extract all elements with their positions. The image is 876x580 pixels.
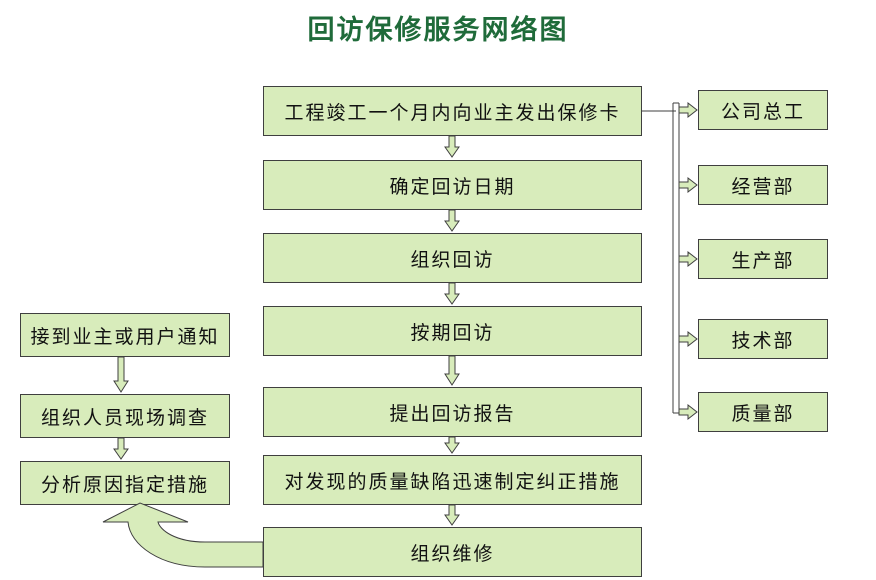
down-arrow-main-4 [444,355,460,386]
dept-box-3: 生产部 [698,239,828,279]
return-curved-arrow [102,502,264,568]
dept-box-4: 技术部 [698,319,828,359]
left-step-3: 分析原因指定措施 [20,461,230,505]
down-arrow-main-1 [444,135,460,158]
down-arrow-left-2 [113,437,129,460]
main-step-4: 按期回访 [263,306,642,356]
diagram-title: 回访保修服务网络图 [307,15,569,46]
right-arrow-dept-5 [678,403,698,421]
main-step-2: 确定回访日期 [263,160,642,210]
left-step-1: 接到业主或用户通知 [20,313,230,357]
main-step-7: 组织维修 [263,527,642,577]
main-step-3: 组织回访 [263,233,642,283]
main-step-5: 提出回访报告 [263,387,642,437]
right-arrow-dept-3 [678,250,698,268]
down-arrow-main-3 [444,282,460,305]
dept-box-2: 经营部 [698,165,828,205]
main-step-6: 对发现的质量缺陷迅速制定纠正措施 [263,455,642,505]
down-arrow-left-1 [113,356,129,393]
down-arrow-main-5 [444,436,460,454]
left-step-2: 组织人员现场调查 [20,394,230,438]
right-arrow-dept-1 [678,101,698,119]
right-arrow-dept-4 [678,330,698,348]
right-arrow-dept-2 [678,176,698,194]
dept-box-1: 公司总工 [698,90,828,130]
down-arrow-main-2 [444,209,460,232]
dept-box-5: 质量部 [698,392,828,432]
dept-connector-trunk [672,103,680,413]
main-step-1: 工程竣工一个月内向业主发出保修卡 [263,86,642,136]
down-arrow-main-6 [444,504,460,526]
